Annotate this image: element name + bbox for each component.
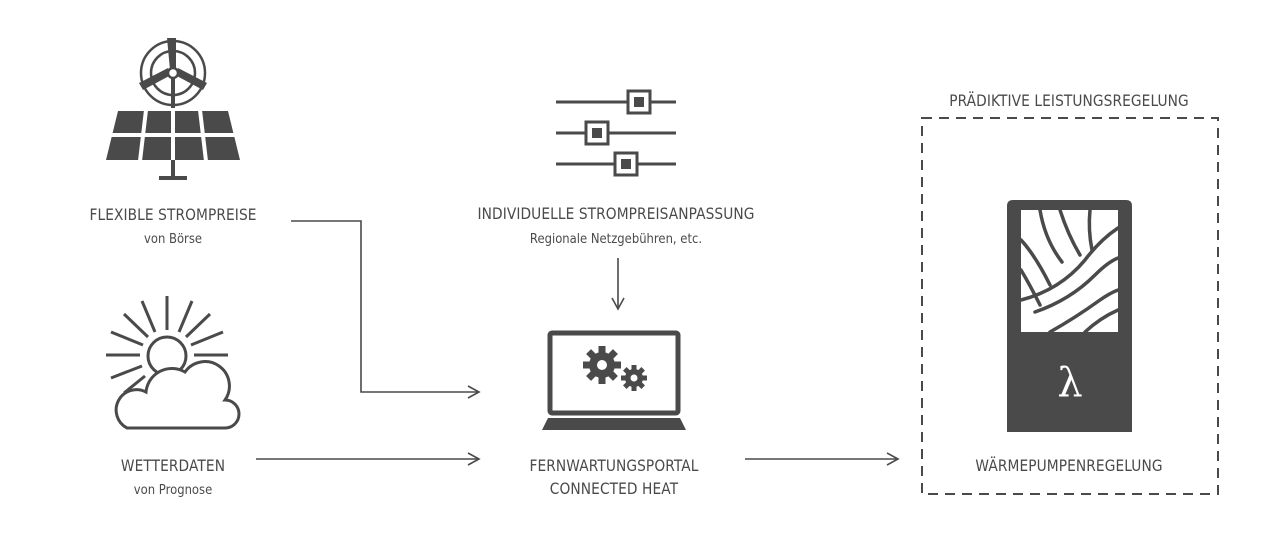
weather-data-title: WETTERDATEN — [120, 456, 226, 475]
portal-title-line1: FERNWARTUNGSPORTAL — [529, 456, 699, 475]
arrow-flexible-to-portal — [291, 220, 481, 399]
flexible-prices-subtitle: von Börse — [143, 231, 203, 247]
sun-cloud-icon — [106, 296, 241, 430]
heat-pump-icon: λ — [1007, 200, 1132, 432]
heat-pump-control-label: WÄRMEPUMPENREGELUNG — [975, 456, 1163, 475]
predictive-control-title: PRÄDIKTIVE LEISTUNGSREGELUNG — [949, 91, 1189, 110]
predictive-control-group — [921, 117, 1219, 495]
individual-pricing-subtitle: Regionale Netzgebühren, etc. — [529, 231, 703, 247]
wind-solar-icon — [106, 38, 240, 180]
weather-data-subtitle: von Prognose — [133, 482, 213, 498]
individual-pricing-title: INDIVIDUELLE STROMPREISANPASSUNG — [477, 204, 755, 223]
lambda-symbol: λ — [1057, 360, 1082, 406]
flexible-prices-title: FLEXIBLE STROMPREISE — [89, 205, 257, 224]
sliders-icon — [556, 89, 676, 177]
laptop-gears-icon — [542, 330, 686, 430]
portal-title-line2: CONNECTED HEAT — [549, 479, 679, 498]
